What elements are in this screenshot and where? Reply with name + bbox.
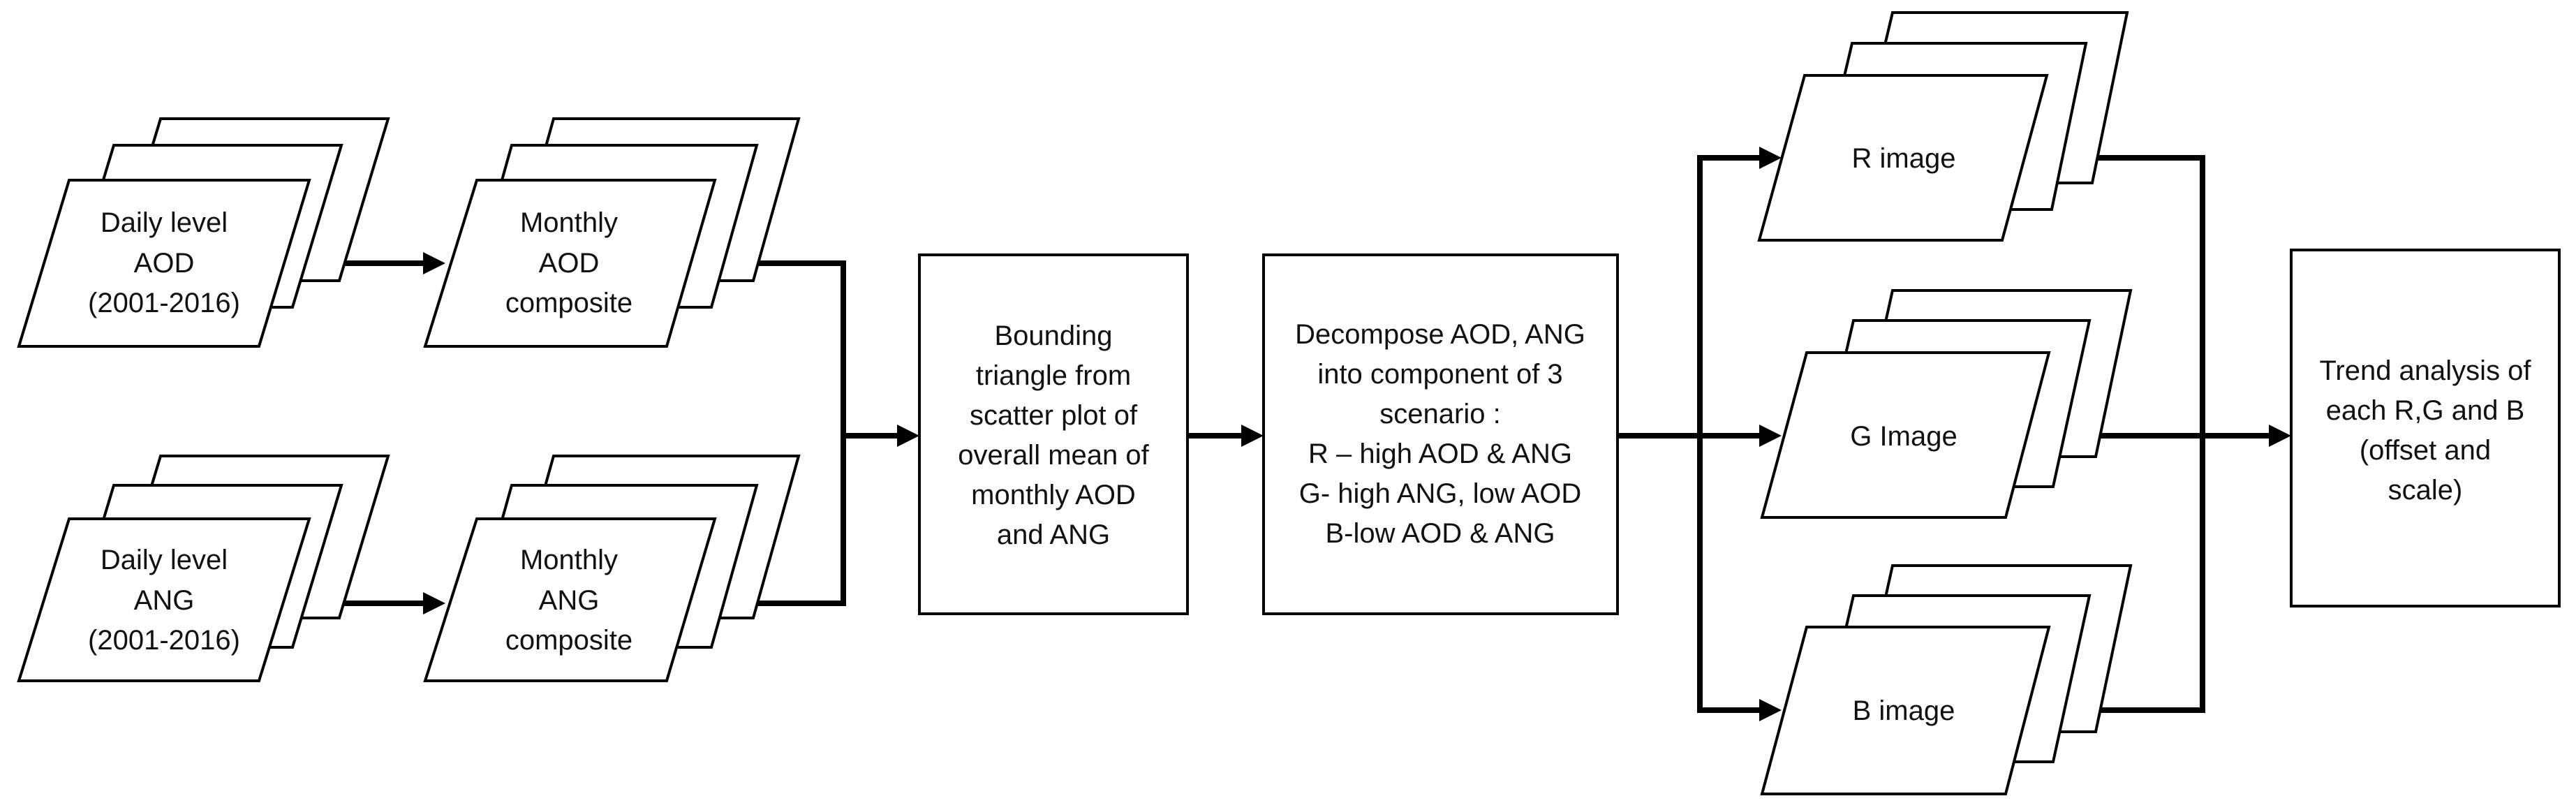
monthly-ang-label-3: composite bbox=[505, 625, 632, 656]
g-image-layer-front bbox=[1760, 351, 2051, 519]
decompose-label-6: B-low AOD & ANG bbox=[1326, 518, 1555, 549]
daily-aod-label-2: AOD bbox=[134, 248, 195, 279]
daily-aod-label-3: (2001-2016) bbox=[88, 288, 240, 318]
decompose-label-1: Decompose AOD, ANG bbox=[1295, 319, 1585, 350]
decompose-label-2: into component of 3 bbox=[1317, 359, 1562, 390]
bounding-label-4: overall mean of bbox=[958, 440, 1149, 471]
decompose-label-3: scenario : bbox=[1379, 399, 1500, 429]
r-image-label: R image bbox=[1852, 143, 1956, 174]
monthly-aod-label-1: Monthly bbox=[520, 207, 618, 238]
monthly-aod-layer-front bbox=[423, 179, 717, 348]
daily-ang-stack: Daily level ANG (2001-2016) bbox=[17, 455, 390, 682]
arrowhead-decompose bbox=[1241, 425, 1264, 447]
monthly-aod-label-3: composite bbox=[505, 288, 632, 318]
arrowhead-b-image bbox=[1759, 699, 1782, 721]
decompose-rect bbox=[1262, 253, 1619, 615]
arrowhead-bounding bbox=[897, 425, 919, 447]
bounding-label-2: triangle from bbox=[976, 360, 1131, 391]
trend-analysis-box: Trend analysis of each R,G and B (offset… bbox=[2290, 249, 2561, 608]
daily-ang-label-1: Daily level bbox=[101, 545, 228, 575]
trend-label-2: each R,G and B bbox=[2326, 395, 2525, 426]
b-image-stack: B image bbox=[1760, 564, 2133, 795]
trend-analysis-rect bbox=[2290, 249, 2561, 608]
monthly-ang-label-2: ANG bbox=[539, 585, 600, 616]
r-image-stack: R image bbox=[1757, 11, 2129, 242]
g-image-stack: G Image bbox=[1760, 289, 2133, 519]
decompose-label-4: R – high AOD & ANG bbox=[1308, 439, 1572, 469]
bounding-label-5: monthly AOD bbox=[971, 480, 1136, 510]
monthly-ang-stack: Monthly ANG composite bbox=[423, 455, 801, 682]
arrowhead-g-image bbox=[1759, 425, 1782, 447]
decompose-label-5: G- high ANG, low AOD bbox=[1299, 478, 1582, 509]
monthly-aod-stack: Monthly AOD composite bbox=[423, 117, 801, 348]
bounding-label-6: and ANG bbox=[997, 520, 1110, 550]
trend-label-3: (offset and bbox=[2360, 435, 2491, 466]
trend-label-4: scale) bbox=[2388, 475, 2463, 506]
b-image-layer-front bbox=[1760, 626, 2051, 795]
arrowhead-trend bbox=[2269, 425, 2291, 447]
b-image-label: B image bbox=[1853, 695, 1955, 726]
daily-aod-label-1: Daily level bbox=[101, 207, 228, 238]
bounding-label-3: scatter plot of bbox=[970, 400, 1138, 431]
bounding-triangle-rect bbox=[918, 253, 1189, 615]
monthly-ang-layer-front bbox=[423, 517, 717, 682]
r-image-layer-front bbox=[1757, 74, 2049, 242]
arrowhead-monthly-aod bbox=[423, 252, 445, 274]
daily-ang-label-2: ANG bbox=[134, 585, 195, 616]
arrowhead-r-image bbox=[1759, 147, 1782, 169]
arrowhead-monthly-ang bbox=[423, 592, 445, 614]
monthly-ang-label-1: Monthly bbox=[520, 545, 618, 575]
daily-ang-layer-front bbox=[17, 517, 311, 682]
daily-aod-layer-front bbox=[17, 179, 311, 348]
bounding-label-1: Bounding bbox=[994, 321, 1112, 351]
monthly-aod-label-2: AOD bbox=[539, 248, 600, 279]
trend-label-1: Trend analysis of bbox=[2319, 355, 2531, 386]
g-image-label: G Image bbox=[1850, 421, 1957, 452]
bounding-triangle-box: Bounding triangle from scatter plot of o… bbox=[918, 253, 1189, 615]
decompose-box: Decompose AOD, ANG into component of 3 s… bbox=[1262, 253, 1619, 615]
daily-aod-stack: Daily level AOD (2001-2016) bbox=[17, 117, 390, 348]
daily-ang-label-3: (2001-2016) bbox=[88, 625, 240, 656]
